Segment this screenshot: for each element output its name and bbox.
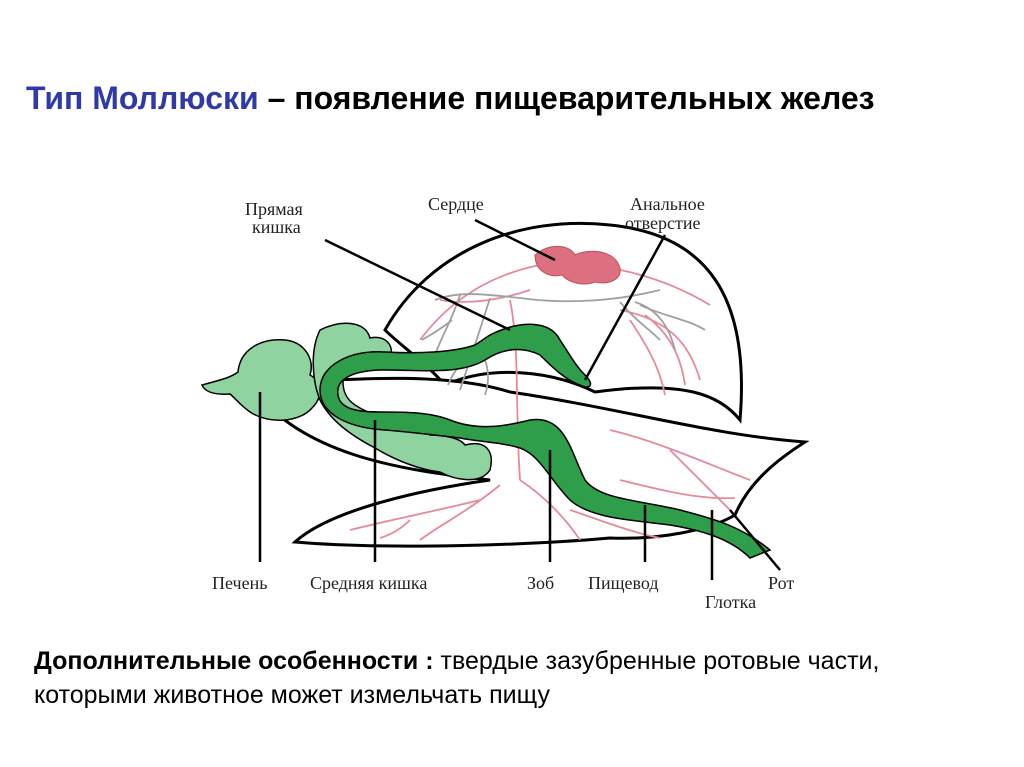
label-esophagus: Пищевод bbox=[588, 573, 659, 593]
label-anus-2: отверстие bbox=[625, 213, 701, 233]
label-midgut: Средняя кишка bbox=[310, 573, 427, 593]
blood-vessels bbox=[349, 263, 751, 541]
intestine bbox=[319, 323, 772, 559]
label-mouth: Рот bbox=[768, 573, 794, 593]
label-heart: Сердце bbox=[428, 194, 484, 214]
label-pharynx: Глотка bbox=[705, 592, 756, 612]
nerves bbox=[421, 289, 706, 396]
label-crop: Зоб bbox=[527, 573, 554, 593]
note-text: твердые зазубренные ротовые части, котор… bbox=[34, 647, 880, 709]
title-accent: Тип Моллюски bbox=[26, 80, 259, 116]
heart-organ bbox=[534, 245, 621, 285]
page-title: Тип Моллюски – появление пищеварительных… bbox=[26, 76, 1006, 120]
label-rectum-2: кишка bbox=[252, 217, 301, 237]
snail-digestive-diagram: Прямая кишка Сердце Анальное отверстие П… bbox=[200, 194, 810, 612]
title-rest: – появление пищеварительных желез bbox=[258, 80, 875, 116]
leader-lines bbox=[258, 218, 781, 580]
additional-features-note: Дополнительные особенности : твердые заз… bbox=[34, 644, 994, 712]
label-anus-1: Анальное bbox=[630, 194, 705, 214]
label-liver: Печень bbox=[212, 573, 267, 593]
note-heading: Дополнительные особенности : bbox=[34, 647, 434, 675]
label-rectum-1: Прямая bbox=[245, 199, 303, 219]
